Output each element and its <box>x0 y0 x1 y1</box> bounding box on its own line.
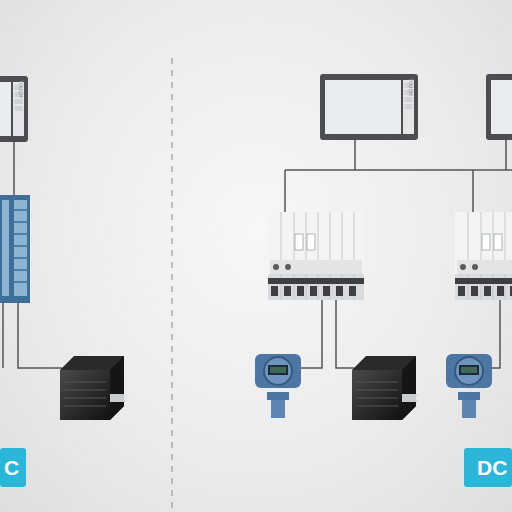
brand-text: TOUCH <box>18 80 24 98</box>
button-text: C <box>4 456 19 480</box>
label-button: C <box>0 448 26 487</box>
brand-text: TOUCH <box>408 78 414 96</box>
label-button: DC <box>464 448 512 487</box>
button-text: DC <box>477 456 507 480</box>
